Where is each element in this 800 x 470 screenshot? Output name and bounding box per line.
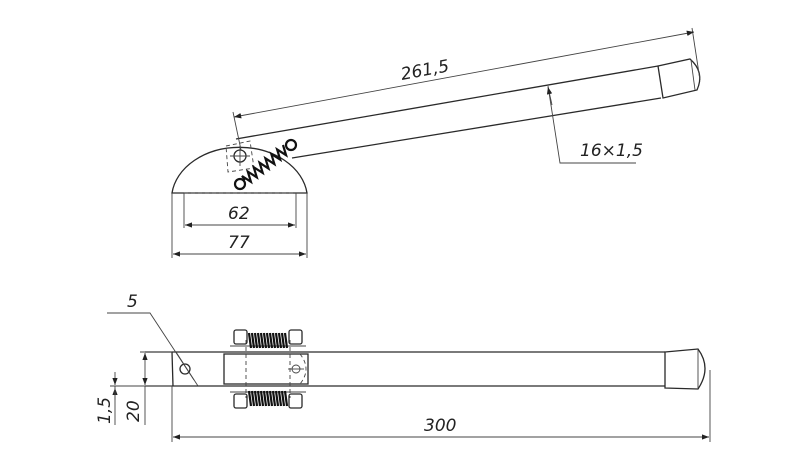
spring-icon bbox=[233, 138, 298, 191]
spring-coil bbox=[268, 332, 274, 349]
base-plate-half-disc bbox=[171, 146, 308, 194]
spring-anchor-bl bbox=[233, 393, 248, 409]
side-view: 5 20 1,5 300 bbox=[95, 292, 711, 442]
dim-261-ext-right bbox=[691, 27, 701, 81]
dim-inner-width-label: 62 bbox=[228, 204, 250, 224]
spring-coil bbox=[268, 390, 274, 407]
spring-coil bbox=[265, 332, 271, 349]
spring-coil bbox=[277, 390, 283, 407]
dim-tube-arrow bbox=[546, 86, 553, 106]
spring-coil bbox=[277, 332, 283, 349]
spring-coil bbox=[253, 390, 259, 407]
spring-coil bbox=[274, 390, 280, 407]
spring-coil bbox=[262, 390, 268, 407]
plate-end bbox=[171, 351, 174, 387]
spring-anchor-tl bbox=[233, 329, 248, 345]
dim-height-label: 20 bbox=[124, 400, 144, 422]
lever-tube-top-edge bbox=[235, 65, 659, 140]
dim-261-line bbox=[233, 30, 695, 119]
block-hidden-arc bbox=[299, 353, 307, 385]
dim-length-label: 261,5 bbox=[399, 56, 451, 85]
dim-hole-label: 5 bbox=[127, 292, 138, 312]
dim-tube-leader bbox=[547, 85, 636, 164]
spring-coil bbox=[256, 332, 262, 349]
spring-coil bbox=[259, 390, 265, 407]
spring-coil bbox=[265, 390, 271, 407]
spring-coil bbox=[259, 332, 265, 349]
top-view: 261,5 16×1,5 62 77 bbox=[171, 27, 701, 258]
side-pivot-hole bbox=[179, 363, 191, 375]
spring-coil bbox=[271, 332, 277, 349]
spring-coil bbox=[283, 390, 289, 407]
dim-tube-label: 16×1,5 bbox=[580, 141, 643, 161]
spring-anchor-tr bbox=[288, 329, 303, 345]
dim-total-length-label: 300 bbox=[424, 416, 456, 436]
dim-outer-width-label: 77 bbox=[228, 233, 250, 253]
spring-anchor-br bbox=[288, 393, 303, 409]
side-springs-icon bbox=[247, 332, 289, 407]
pivot-block bbox=[223, 353, 309, 385]
dim-thickness-label: 1,5 bbox=[95, 397, 115, 424]
spring-coil bbox=[250, 390, 256, 407]
side-handle-grip bbox=[664, 348, 706, 390]
spring-coil bbox=[247, 390, 253, 407]
spring-coil bbox=[256, 390, 262, 407]
spring-coil bbox=[280, 390, 286, 407]
spring-coil bbox=[274, 332, 280, 349]
spring-coil bbox=[262, 332, 268, 349]
spring-coil bbox=[271, 390, 277, 407]
spring-coil bbox=[247, 332, 253, 349]
spring-coil bbox=[250, 332, 256, 349]
spring-coil bbox=[280, 332, 286, 349]
dim-hole-leader bbox=[107, 312, 195, 381]
spring-coil bbox=[283, 332, 289, 349]
spring-coil bbox=[253, 332, 259, 349]
